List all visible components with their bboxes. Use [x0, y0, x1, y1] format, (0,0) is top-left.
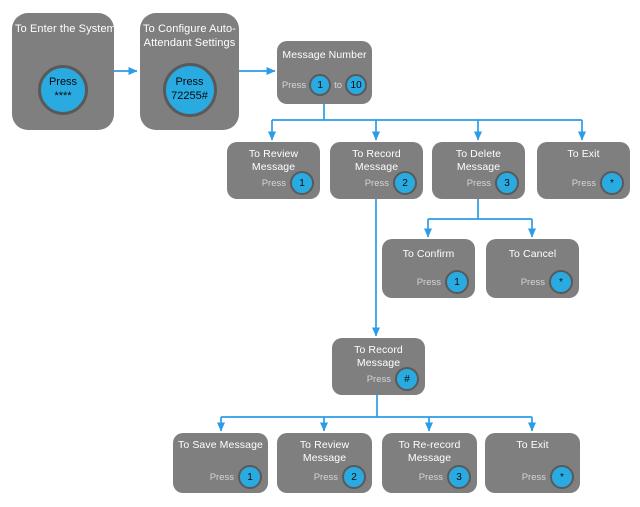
press-row: Press *: [521, 270, 573, 294]
node-title: To Cancel: [508, 248, 557, 260]
press-row: Press *: [522, 465, 574, 489]
press-label: Press: [209, 471, 234, 483]
press-row: Press 3: [467, 171, 519, 195]
press-label: Press: [48, 76, 78, 89]
node-record-message-mid: To Record Message Press #: [332, 338, 425, 395]
node-title: To Save Message: [178, 439, 263, 451]
node-title: To Delete Message: [455, 148, 502, 174]
node-exit-top: To Exit Press *: [537, 142, 630, 199]
key-circle: 3: [447, 465, 471, 489]
press-label: Press: [313, 471, 338, 483]
press-label: Press: [466, 177, 491, 189]
press-label: Press: [520, 276, 545, 288]
key-circle: 1: [238, 465, 262, 489]
node-confirm: To Confirm Press 1: [382, 239, 475, 298]
press-label: Press: [366, 373, 391, 385]
title-line-1: To Configure Auto-: [143, 23, 236, 35]
key-circle: 2: [342, 465, 366, 489]
press-label: Press: [175, 76, 204, 89]
press-label: Press: [416, 276, 441, 288]
key-circle: *: [549, 270, 573, 294]
press-row: Press 3: [419, 465, 471, 489]
press-row: Press 1: [210, 465, 262, 489]
press-label: Press: [281, 79, 307, 91]
key-circle: 2: [393, 171, 417, 195]
press-row: Press 1: [262, 171, 314, 195]
press-label: Press: [364, 177, 389, 189]
press-row: Press 2: [314, 465, 366, 489]
key-circle: *: [600, 171, 624, 195]
press-label: Press: [521, 471, 546, 483]
press-label: Press: [571, 177, 596, 189]
node-title: To Review Message: [299, 439, 350, 465]
node-save-message: To Save Message Press 1: [173, 433, 268, 493]
node-title: To Exit: [516, 439, 549, 451]
dial-code: ****: [54, 90, 72, 102]
press-row: Press #: [367, 367, 419, 391]
dial-circle: Press ****: [38, 65, 88, 115]
node-title: To Re-record Message: [398, 439, 461, 465]
press-row: Press 2: [365, 171, 417, 195]
key-circle: *: [550, 465, 574, 489]
node-review-message-bottom: To Review Message Press 2: [277, 433, 372, 493]
dial-circle: Press 72255#: [162, 63, 217, 117]
node-exit-bottom: To Exit Press *: [485, 433, 580, 493]
key-circle: 3: [495, 171, 519, 195]
key-circle: 1: [445, 270, 469, 294]
press-row: Press *: [572, 171, 624, 195]
press-row: Press 1 to 10: [277, 74, 372, 96]
press-label: Press: [261, 177, 286, 189]
node-configure-settings: To Configure Auto- Attendant Settings Pr…: [140, 13, 239, 130]
dial-code: 72255#: [171, 90, 208, 102]
node-title: To Confirm: [402, 248, 455, 260]
node-record-message-top: To Record Message Press 2: [330, 142, 423, 199]
key-circle: 1: [290, 171, 314, 195]
node-title: To Configure Auto- Attendant Settings: [140, 13, 239, 51]
node-delete-message: To Delete Message Press 3: [432, 142, 525, 199]
key-circle: #: [395, 367, 419, 391]
node-cancel: To Cancel Press *: [486, 239, 579, 298]
node-title: To Record Message: [354, 344, 403, 370]
node-title: Message Number: [282, 49, 367, 61]
node-review-message-top: To Review Message Press 1: [227, 142, 320, 199]
node-title: To Record Message: [352, 148, 401, 174]
key-circle-to: 10: [345, 74, 368, 96]
node-rerecord-message: To Re-record Message Press 3: [382, 433, 477, 493]
node-enter-system: To Enter the System Press ****: [12, 13, 116, 130]
node-title: To Review Message: [248, 148, 299, 174]
press-row: Press 1: [417, 270, 469, 294]
key-circle-from: 1: [309, 74, 332, 96]
node-title: To Enter the System: [15, 23, 116, 35]
to-label: to: [334, 79, 343, 91]
title-line-2: Attendant Settings: [143, 36, 236, 49]
node-message-number: Message Number Press 1 to 10: [277, 41, 372, 104]
node-title: To Exit: [567, 148, 600, 160]
press-label: Press: [418, 471, 443, 483]
